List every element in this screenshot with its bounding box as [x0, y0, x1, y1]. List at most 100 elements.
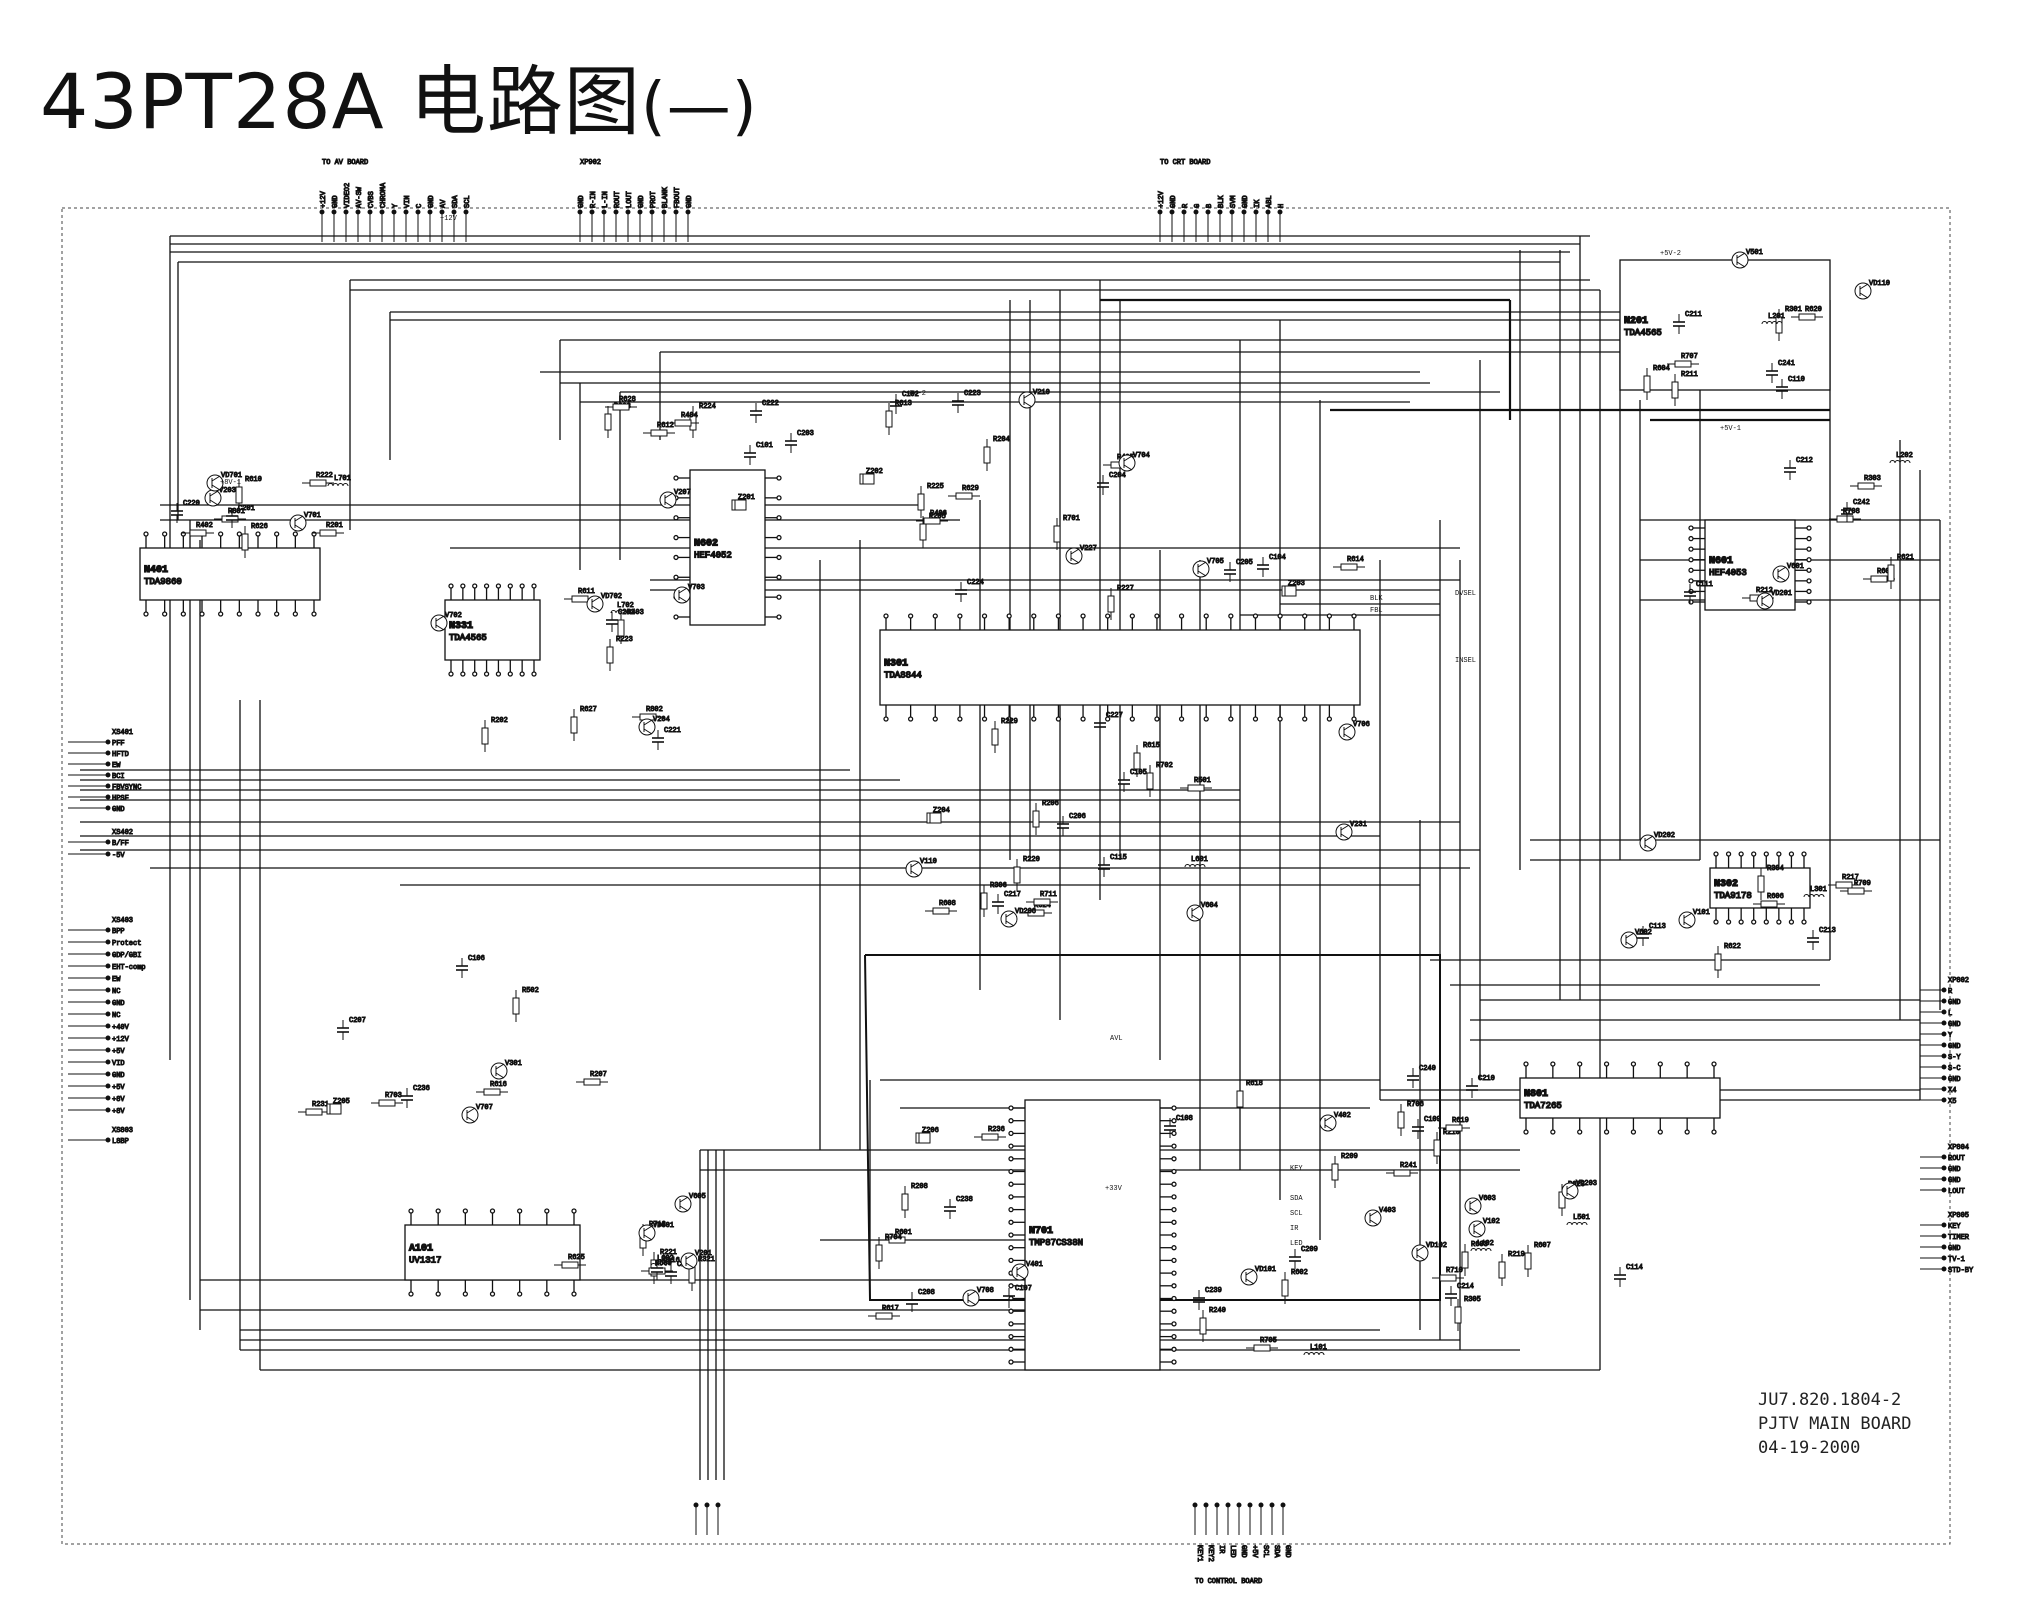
resistor-symbol — [561, 1261, 579, 1269]
component-r209: R209 — [1331, 1153, 1358, 1188]
ic-pin-pad — [776, 534, 782, 541]
component-ref: R612 — [657, 422, 674, 430]
component-ref: V703 — [688, 584, 705, 592]
resistor-symbol — [875, 1312, 893, 1320]
ic-pin-pad — [1688, 525, 1694, 531]
transistor-emitter — [1469, 1207, 1479, 1214]
component-v605: V605 — [674, 1193, 706, 1213]
resistor-symbol — [1671, 381, 1679, 399]
component-ref: V601 — [1787, 563, 1804, 571]
component-ref: R303 — [1864, 475, 1881, 483]
component-ref: C240 — [1419, 1065, 1436, 1073]
component-ref: R501 — [1194, 777, 1211, 785]
component-vd203: VD203 — [1561, 1180, 1598, 1200]
component-ref: R616 — [490, 1081, 507, 1089]
board-name: PJTV MAIN BOARD — [1758, 1414, 1912, 1434]
inductor-coil — [337, 483, 344, 487]
ic-part: TDA9860 — [144, 577, 182, 587]
component-ref: R703 — [385, 1092, 402, 1100]
ic-pin-pad — [776, 515, 782, 521]
transistor-collector — [678, 587, 688, 594]
ic-pin-pad — [776, 554, 782, 561]
ic-body — [1024, 1099, 1161, 1371]
transistor-symbol — [1772, 565, 1790, 583]
ic-part: HEF4053 — [1709, 568, 1747, 578]
transistor-emitter — [435, 624, 445, 631]
ic-pin-pad — [1031, 716, 1037, 722]
ic-pin-pad — [460, 671, 466, 677]
ic-pin-pad — [1171, 1168, 1177, 1175]
component-ref: R220 — [1023, 856, 1040, 864]
component-ref: V706 — [1353, 721, 1370, 729]
component-r702: R702 — [1146, 762, 1173, 797]
component-ref: C108 — [1176, 1115, 1193, 1123]
resistor-symbol — [991, 728, 999, 746]
ic-pin-pad — [483, 583, 490, 589]
ic-part: TDA7265 — [1524, 1101, 1562, 1111]
inductor-coil — [1303, 1352, 1310, 1356]
connector-pin-label: GND — [1170, 195, 1178, 208]
ic-pin-pad — [255, 611, 261, 617]
component-ref: C223 — [964, 390, 981, 398]
component-r704: R704 — [875, 1234, 902, 1269]
connector-pin-label: GND — [1239, 1545, 1247, 1558]
resistor-symbol — [1439, 1274, 1457, 1282]
component-ref: C205 — [1236, 559, 1253, 567]
resistor-symbol — [512, 997, 520, 1015]
connector-pin-label: L-IN — [602, 191, 610, 208]
ic-pin-pad — [1725, 851, 1732, 857]
transistor-emitter — [1070, 557, 1080, 564]
transistor-symbol — [490, 1062, 508, 1080]
component-c224: C224 — [955, 579, 984, 602]
connector-pin — [1258, 1502, 1264, 1508]
ic-pin-pad — [180, 611, 186, 617]
component-r708: R708 — [1829, 508, 1861, 523]
transistor-symbol — [1065, 547, 1083, 565]
ic-pin-pad — [673, 475, 679, 481]
resistor-symbol — [1454, 1306, 1462, 1324]
connector-pin-label: +12V — [112, 1036, 130, 1044]
component-r501: R501 — [1180, 777, 1212, 792]
connector-pin — [1229, 209, 1235, 215]
connector-pin-label: GND — [112, 806, 125, 814]
component-ref: C212 — [1796, 457, 1813, 465]
ic-pin-pad — [1738, 851, 1744, 857]
component-r305: R305 — [1454, 1296, 1481, 1331]
connector-pin-label: GND — [686, 195, 694, 208]
connector-pin — [105, 1059, 111, 1065]
component-ref: R209 — [1341, 1153, 1358, 1161]
connector-pin-label: GND — [1948, 1177, 1961, 1185]
component-v301: V301 — [490, 1060, 522, 1080]
ic-pin-pad — [1080, 716, 1086, 722]
transistor-emitter — [1016, 1273, 1026, 1280]
component-ref: V501 — [1746, 249, 1763, 257]
ic-pin-pad — [1326, 716, 1333, 722]
component-r707: R707 — [1667, 353, 1699, 368]
resistor-symbol — [1032, 810, 1040, 828]
connector-pin-label: -5V — [112, 852, 125, 860]
transistor-emitter — [967, 1299, 977, 1306]
connector-pin-label: H — [1278, 204, 1286, 208]
component-ref: VD102 — [1426, 1242, 1447, 1250]
ic-pin-pad — [1008, 1194, 1014, 1200]
component-ref: R202 — [491, 717, 508, 725]
component-ref: VD202 — [1654, 832, 1675, 840]
inductor-coil — [1894, 460, 1901, 464]
component-ref: R306 — [990, 882, 1007, 890]
connector-pin — [105, 999, 111, 1005]
resistor-symbol — [1870, 575, 1888, 583]
ic-pin-pad — [274, 611, 280, 617]
component-ref: R626 — [251, 523, 268, 531]
transistor-symbol — [1118, 454, 1136, 472]
ic-pin-pad — [199, 611, 205, 617]
resistor-symbol — [1798, 313, 1816, 321]
component-r402: R402 — [182, 522, 214, 537]
component-z202: Z202 — [859, 468, 883, 485]
component-ref: V207 — [674, 489, 691, 497]
component-c115: C115 — [1098, 854, 1127, 877]
resistor-symbol — [1281, 1279, 1289, 1297]
transistor-emitter — [1324, 1124, 1334, 1131]
component-ref: C115 — [1110, 854, 1127, 862]
component-vd702: VD702 — [586, 593, 623, 613]
